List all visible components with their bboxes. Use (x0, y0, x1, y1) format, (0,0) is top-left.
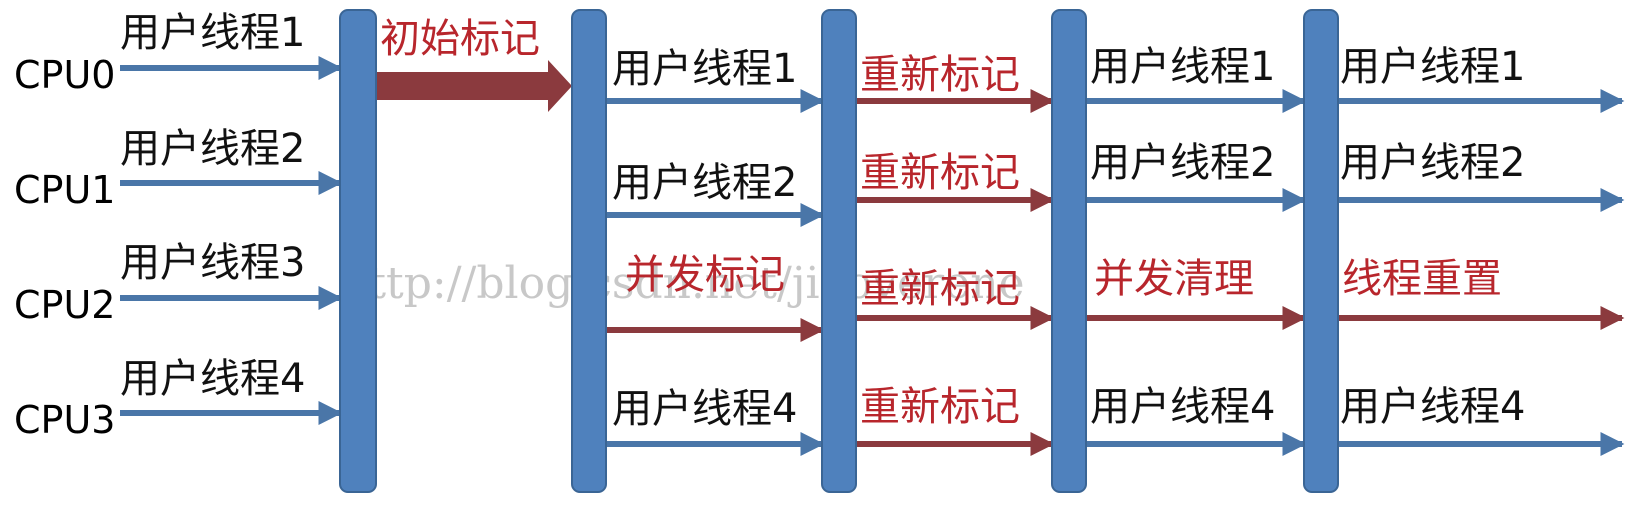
seg4-label-1: 用户线程2 (1090, 140, 1275, 186)
seg5-label-1: 用户线程2 (1340, 140, 1525, 186)
seg2-label-3: 用户线程4 (612, 386, 797, 432)
cpu-label-0: CPU0 (14, 53, 115, 97)
initial-mark-arrow (376, 60, 572, 112)
seg0-label-2: 用户线程3 (120, 240, 305, 286)
cpu-label-3: CPU3 (14, 398, 115, 442)
seg3-label-2: 重新标记 (860, 266, 1020, 312)
seg0-label-0: 用户线程1 (120, 10, 305, 56)
seg5-label-3: 用户线程4 (1340, 384, 1525, 430)
cpu-label-2: CPU2 (14, 283, 115, 327)
seg0-label-1: 用户线程2 (120, 126, 305, 172)
phase-bar-4 (1051, 9, 1087, 493)
seg4-label-3: 用户线程4 (1090, 384, 1275, 430)
seg0-label-3: 用户线程4 (120, 356, 305, 402)
seg2-label-2: 并发标记 (625, 252, 785, 298)
phase-bar-2 (571, 9, 607, 493)
seg4-label-0: 用户线程1 (1090, 44, 1275, 90)
initial-mark-label: 初始标记 (380, 16, 540, 62)
seg5-label-2: 线程重置 (1342, 256, 1502, 302)
seg3-label-3: 重新标记 (860, 384, 1020, 430)
seg3-label-1: 重新标记 (860, 150, 1020, 196)
seg2-label-0: 用户线程1 (612, 46, 797, 92)
phase-bar-3 (821, 9, 857, 493)
seg2-label-1: 用户线程2 (612, 160, 797, 206)
phase-bar-1 (339, 9, 377, 493)
seg4-label-2: 并发清理 (1094, 256, 1254, 302)
cpu-label-1: CPU1 (14, 168, 115, 212)
seg5-label-0: 用户线程1 (1340, 44, 1525, 90)
seg3-label-0: 重新标记 (860, 52, 1020, 98)
phase-bar-5 (1303, 9, 1339, 493)
watermark-text: http://blog.csdn.net/jiaoverene (340, 258, 1025, 309)
